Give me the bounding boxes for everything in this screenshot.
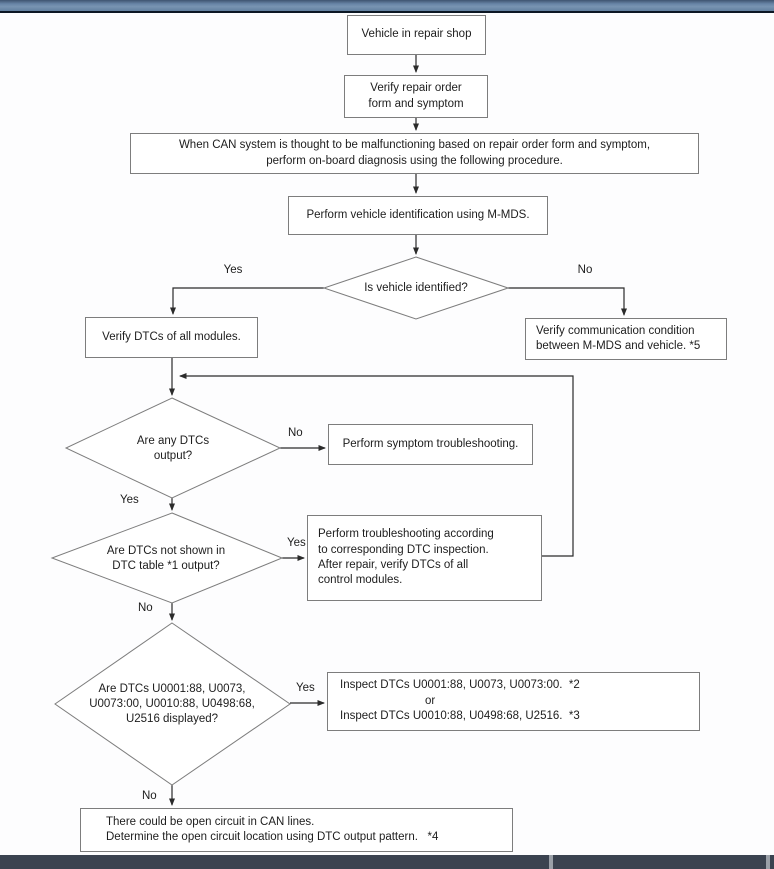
decision-text: output? <box>153 449 193 462</box>
node-text: Perform troubleshooting according <box>318 528 494 541</box>
node-vehicle-identification: Perform vehicle identification using M-M… <box>288 196 548 235</box>
node-text: between M-MDS and vehicle. *5 <box>536 340 701 352</box>
node-verify-dtcs-all-modules: Verify DTCs of all modules. <box>85 317 258 358</box>
branch-label-displayed-yes: Yes <box>296 682 315 694</box>
branch-label-displayed-no: No <box>142 790 157 802</box>
path-feedback-loop <box>179 373 574 557</box>
branch-label-identified-no: No <box>577 264 593 276</box>
node-text: Verify communication condition <box>536 324 695 337</box>
node-text: to corresponding DTC inspection. <box>318 543 489 556</box>
node-text: There could be open circuit in CAN lines… <box>106 815 315 828</box>
decision-text: Are DTCs U0001:88, U0073, <box>98 683 246 695</box>
node-can-malfunction-note: When CAN system is thought to be malfunc… <box>130 133 699 174</box>
top-window-bar <box>0 0 774 13</box>
node-text: Determine the open circuit location usin… <box>106 831 439 843</box>
branch-label-not-in-table-yes: Yes <box>287 537 306 549</box>
node-symptom-troubleshooting: Perform symptom troubleshooting. <box>328 424 533 465</box>
decision-dtcs-displayed: Are DTCs U0001:88, U0073, U0073:00, U001… <box>62 682 282 727</box>
decision-any-dtcs-output: Are any DTCs output? <box>93 434 253 464</box>
node-text: Verify DTCs of all modules. <box>102 330 241 343</box>
bottom-bar-divider <box>549 855 553 869</box>
branch-label-not-in-table-no: No <box>138 602 153 614</box>
node-verify-communication-condition: Verify communication condition between M… <box>525 318 727 360</box>
node-text: After repair, verify DTCs of all <box>318 559 469 571</box>
path-identified-yes <box>170 287 324 315</box>
node-text: Vehicle in repair shop <box>361 28 472 41</box>
node-text: Perform symptom troubleshooting. <box>342 437 519 450</box>
node-text: Perform vehicle identification using M-M… <box>306 208 530 221</box>
node-text: control modules. <box>318 574 403 587</box>
node-text: form and symptom <box>368 97 464 110</box>
decision-text: U2516 displayed? <box>125 712 219 725</box>
node-open-circuit-in-can-lines: There could be open circuit in CAN lines… <box>80 808 513 852</box>
node-verify-repair-order: Verify repair order form and symptom <box>344 75 488 118</box>
node-text: or <box>425 694 436 707</box>
node-text: Inspect DTCs U0010:88, U0498:68, U2516. … <box>340 710 580 723</box>
bottom-window-bar <box>0 855 774 869</box>
decision-dtcs-not-in-table: Are DTCs not shown in DTC table *1 outpu… <box>66 544 266 574</box>
node-text: perform on-board diagnosis using the fol… <box>266 154 563 167</box>
branch-label-any-dtcs-no: No <box>288 427 303 439</box>
decision-dtcs-not-in-table-shape <box>50 512 284 604</box>
decision-dtcs-displayed-shape <box>54 622 291 786</box>
node-troubleshoot-dtc-inspection: Perform troubleshooting according to cor… <box>307 515 542 601</box>
branch-label-identified-yes: Yes <box>223 264 243 276</box>
decision-text: Is vehicle identified? <box>364 282 468 294</box>
node-text: When CAN system is thought to be malfunc… <box>178 139 651 152</box>
decision-any-dtcs-output-shape <box>64 397 282 499</box>
node-vehicle-in-repair-shop: Vehicle in repair shop <box>347 15 486 55</box>
decision-text: U0073:00, U0010:88, U0498:68, <box>89 697 255 710</box>
node-text: Inspect DTCs U0001:88, U0073, U0073:00. … <box>340 679 580 692</box>
path-identified-no <box>508 287 627 316</box>
decision-vehicle-identified-shape <box>322 256 510 320</box>
decision-text: DTC table *1 output? <box>112 559 220 572</box>
decision-vehicle-identified: Is vehicle identified? <box>331 281 501 296</box>
node-text: Verify repair order <box>370 82 462 95</box>
bottom-bar-divider <box>766 855 770 869</box>
branch-label-any-dtcs-yes: Yes <box>120 494 139 506</box>
node-inspect-dtcs: Inspect DTCs U0001:88, U0073, U0073:00. … <box>327 672 700 731</box>
decision-text: Are DTCs not shown in <box>106 545 226 557</box>
decision-text: Are any DTCs <box>136 435 210 447</box>
